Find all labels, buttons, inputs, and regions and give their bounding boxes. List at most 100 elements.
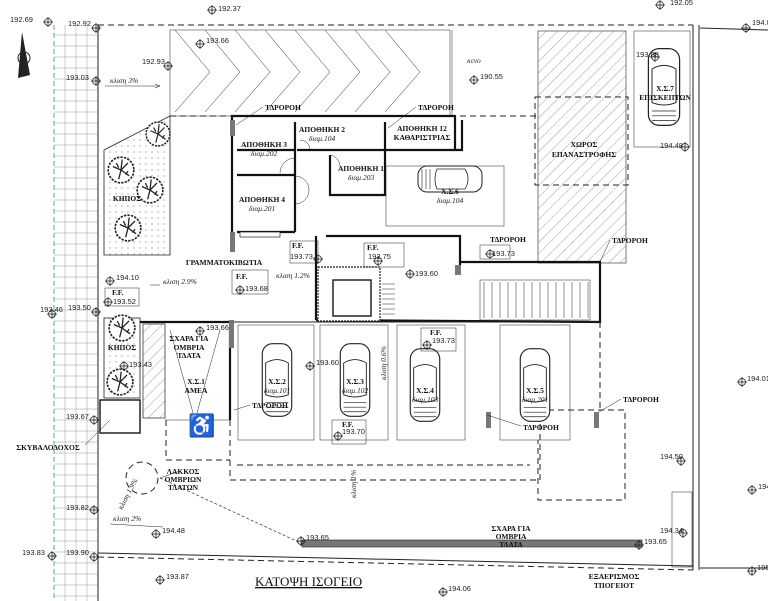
grate-label-1b: ΟΜΒΡΙΑ <box>174 343 205 352</box>
parking-7-label: Χ.Σ.7 <box>656 84 674 93</box>
spot-level: 193.73 <box>290 252 313 261</box>
vent-label: ΕΞΑΕΡΙΣΜΟΣ <box>589 572 640 581</box>
spot-level: 193.46 <box>40 305 63 314</box>
level-marker-icon <box>737 377 747 387</box>
parking-4-label: Χ.Σ.4 <box>416 386 434 395</box>
grate-label-2: ΣΧΑΡΑ ΓΙΑ <box>491 524 531 533</box>
level-marker-icon <box>235 285 245 295</box>
turnaround-area <box>537 30 627 264</box>
parking-6-sub: διαμ.104 <box>437 196 464 205</box>
vent-label-b: ΤΠΟΓΕΙΟΤ <box>594 581 634 590</box>
downpipe-label: ΤΔΡΟΡΟΗ <box>418 103 454 112</box>
void-label: κενο <box>467 56 481 65</box>
spot-level: 193.03 <box>66 73 89 82</box>
level-marker-icon <box>151 529 161 539</box>
level-marker-icon <box>103 297 113 307</box>
level-marker-icon <box>305 361 315 371</box>
level-marker-icon <box>655 0 665 10</box>
room-apothiki12: ΑΠΟΘΗΚΗ 12 <box>397 124 447 133</box>
spot-level: 194.0 <box>752 18 768 27</box>
spot-level: 194.06 <box>448 584 471 593</box>
level-marker-icon <box>155 575 165 585</box>
spot-level: 194.01 <box>747 374 768 383</box>
rain-grate-strip <box>301 539 643 548</box>
mailboxes-label: ΓΡΑΜΜΑΤΟΚΙΒΩΤΙΑ <box>186 258 263 267</box>
downpipe-label: ΤΔΡΟΡΟΗ <box>612 236 648 245</box>
level-marker-icon <box>747 485 757 495</box>
parking-5-label: Χ.Σ.5 <box>526 386 544 395</box>
spot-level: 194. <box>758 482 768 491</box>
ff-label: F.F. <box>292 241 304 250</box>
bins-label: ΣΚΥΒΑΛΟΔΟΧΟΣ <box>16 443 80 452</box>
grate-label-1: ΣΧΑΡΑ ΓΙΑ <box>169 334 209 343</box>
spot-level: 192.69 <box>10 15 33 24</box>
parking-1-label: Χ.Σ.1 <box>187 377 205 386</box>
spot-level: 194.34 <box>660 526 683 535</box>
level-marker-icon <box>43 17 53 27</box>
room-apothiki4: ΑΠΟΘΗΚΗ 4 <box>239 195 285 204</box>
room-apothiki1-sub: διαμ.203 <box>348 173 375 182</box>
room-apothiki3-sub: διαμ.202 <box>251 149 278 158</box>
spot-level: 193.75 <box>368 252 391 261</box>
parking-2-sub: διαμ.101 <box>264 386 290 395</box>
level-marker-icon <box>469 75 479 85</box>
ff-label: F.F. <box>430 328 442 337</box>
slope-label: κλιση 3% <box>110 76 138 85</box>
slope-label: κλιση 0.6% <box>379 346 388 380</box>
ff-label: F.F. <box>342 420 354 429</box>
spot-level: 193.90 <box>66 548 89 557</box>
level-marker-icon <box>741 23 751 33</box>
room-apothiki1: ΑΠΟΘΗΚΗ 1 <box>338 164 384 173</box>
parking-1-sub: ΑΜΕΑ <box>185 386 208 395</box>
spot-level: 193.88 <box>636 50 659 59</box>
spot-level: 193.68 <box>245 284 268 293</box>
rain-pit <box>125 461 159 495</box>
parking-3-label: Χ.Σ.3 <box>346 377 364 386</box>
spot-level: 193.87 <box>166 572 189 581</box>
drawing-title: ΚΑΤΟΨΗ ΙΣΟΓΕΙΟ <box>255 574 362 589</box>
downpipe-marks <box>229 120 599 428</box>
grate-label-2c: ΤΔΑΤΑ <box>499 540 523 549</box>
parking-structure: ♿ <box>99 320 693 568</box>
spot-level: 192.37 <box>218 4 241 13</box>
storage-block <box>230 114 505 250</box>
pit-label-c: ΤΔΑΤΩΝ <box>168 483 199 492</box>
room-apothiki12-sub: ΚΑΘΑΡΙΣΤΡΙΑΣ <box>394 133 451 142</box>
basement-vent <box>671 491 693 568</box>
downpipe-label: ΤΔΡΟΡΟΗ <box>490 235 526 244</box>
spot-level: 194.50 <box>660 452 683 461</box>
downpipe-label: ΤΔΡΟΡΟΗ <box>252 401 288 410</box>
spot-level: 194.48 <box>660 141 683 150</box>
parking-6-label: Χ.Σ.6 <box>441 187 459 196</box>
ff-label: F.F. <box>367 243 379 252</box>
north-arrow-icon <box>17 32 31 78</box>
spot-level: 193.83 <box>22 548 45 557</box>
spot-level: 192.92 <box>68 19 91 28</box>
spot-level: 193.70 <box>342 427 365 436</box>
slope-label: κλιση 1.9% <box>116 477 140 511</box>
room-apothiki2-sub: διαμ.104 <box>309 134 336 143</box>
parking-2-label: Χ.Σ.2 <box>268 377 286 386</box>
spot-level: 193.73 <box>432 336 455 345</box>
room-apothiki2: ΑΠΟΘΗΚΗ 2 <box>299 125 345 134</box>
spot-level: 193.67 <box>66 412 89 421</box>
spot-level: 194.48 <box>162 526 185 535</box>
downpipe-label: ΤΔΡΟΡΟΗ <box>523 423 559 432</box>
slope-label: κλιση 1% <box>349 470 358 498</box>
parking-3-sub: διαμ.102 <box>342 386 369 395</box>
spot-level: 193.66 <box>206 323 229 332</box>
spot-level: 195. <box>757 563 768 572</box>
mailboxes-unit <box>239 231 281 238</box>
level-marker-icon <box>207 5 217 15</box>
car-icon-4 <box>409 348 441 422</box>
plot-boundary <box>97 24 768 601</box>
grate-label-1c: ΤΔΑΤΑ <box>177 351 201 360</box>
level-marker-icon <box>405 269 415 279</box>
downpipe-label: ΤΔΡΟΡΟΗ <box>265 103 301 112</box>
spot-level: 193.60 <box>316 358 339 367</box>
parking-5-sub: διαμ.201 <box>522 395 548 404</box>
parking-7-sub: ΕΠΙΣΚΕΠΤΩΝ <box>639 93 691 102</box>
pit-label: ΛΑΚΚΟΣ <box>167 467 200 476</box>
grate-label-2b: ΟΜΒΡΙΑ <box>496 532 527 541</box>
